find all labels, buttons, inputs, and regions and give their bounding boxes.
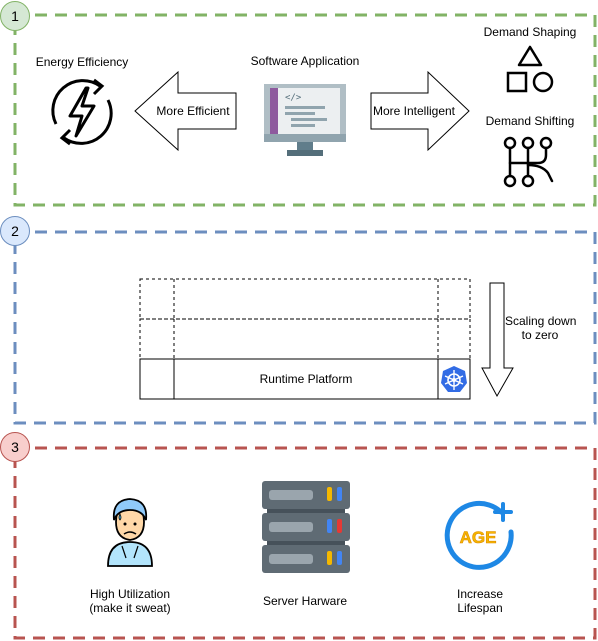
scaling-down-label-2: to zero [521,328,559,342]
section-2-badge: 2 [0,216,30,246]
section-3-frame [13,446,597,640]
section-1-badge: 1 [0,1,30,31]
runtime-platform-label: Runtime Platform [259,372,353,386]
high-utilization-label-1: High Utilization [89,587,171,601]
more-intelligent-label: More Intelligent [372,104,456,118]
more-efficient-label: More Efficient [156,104,230,118]
more-intelligent-arrow [370,70,470,152]
server-hardware-label: Server Harware [262,594,348,608]
svg-text:</>: </> [285,93,302,103]
scaling-down-label-1: Scaling down [505,314,577,328]
increase-lifespan-label-2: Lifespan [457,601,503,615]
age-plus-icon: AGE [444,500,514,570]
energy-efficiency-label: Energy Efficiency [35,55,129,69]
lightning-cycle-icon [51,78,113,146]
age-text: AGE [460,528,497,547]
increase-lifespan-label-1: Increase [456,587,504,601]
software-application-label: Software Application [250,54,360,68]
section-1-frame [13,13,597,207]
demand-shifting-label: Demand Shifting [485,114,575,128]
high-utilization-label-2: (make it sweat) [89,601,171,615]
sweating-person-icon [107,498,153,567]
runtime-platform-stack [139,278,471,400]
more-efficient-arrow [134,70,237,152]
section-2-frame [13,230,597,425]
scaling-down-arrow [481,282,514,398]
server-rack-icon [262,481,350,573]
monitor-code-icon: </> [264,84,346,156]
shapes-icon [506,45,554,93]
kubernetes-icon [441,366,467,392]
demand-shaping-label: Demand Shaping [483,25,577,39]
branch-icon [503,136,554,188]
section-3-badge: 3 [0,432,30,462]
